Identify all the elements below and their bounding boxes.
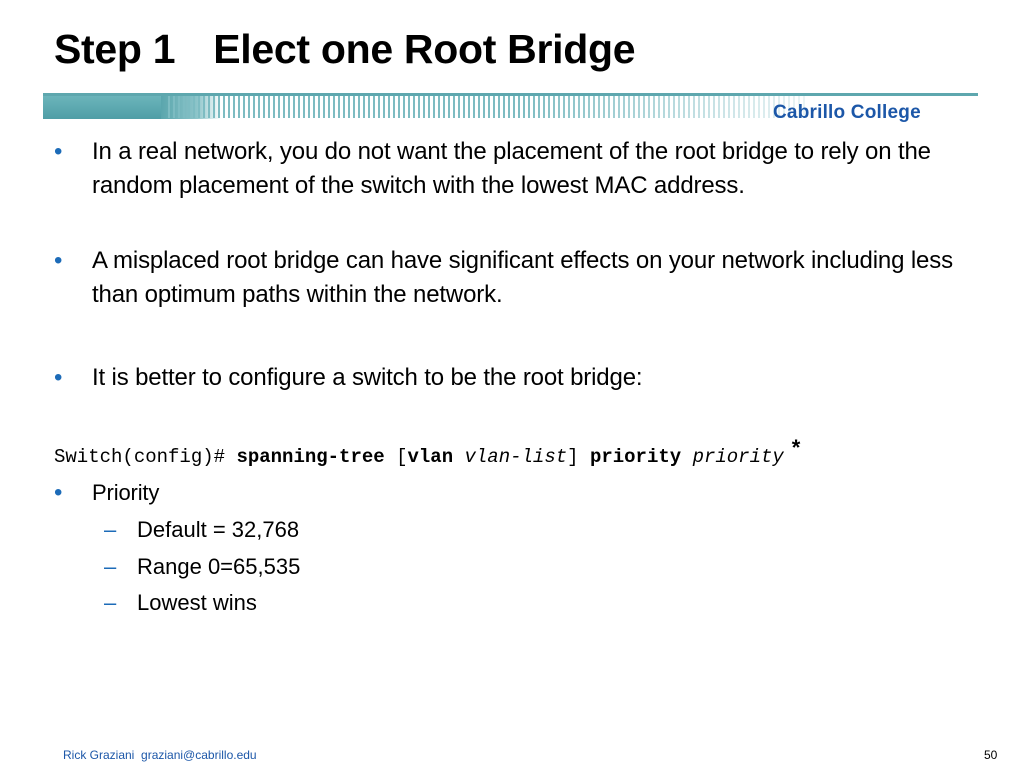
command-priority-keyword: priority bbox=[589, 446, 682, 468]
sub-dash-1: – bbox=[104, 517, 117, 542]
footer-author: Rick Graziani bbox=[63, 748, 135, 762]
title-step: Step 1 bbox=[54, 26, 176, 72]
command-vlan-keyword: vlan bbox=[407, 446, 454, 468]
command-vlan-arg: vlan-list bbox=[464, 446, 568, 468]
bullet-text-1: In a real network, you do not want the p… bbox=[92, 138, 931, 199]
footer-email[interactable]: graziani@cabrillo.edu bbox=[141, 748, 257, 762]
command-open-bracket: [ bbox=[384, 446, 408, 468]
slide-title: Step 1 Elect one Root Bridge bbox=[54, 26, 636, 73]
priority-item-default: Default = 32,768 bbox=[137, 517, 300, 542]
priority-item-lowest: Lowest wins bbox=[137, 590, 257, 615]
priority-item-range: Range 0=65,535 bbox=[137, 554, 301, 579]
command-close-bracket: ] bbox=[567, 446, 590, 468]
command-prompt: Switch(config)# bbox=[54, 446, 237, 468]
banner-solid-block bbox=[43, 93, 173, 119]
bullet-dot-1: • bbox=[54, 138, 63, 165]
banner-stripes bbox=[168, 96, 808, 118]
bullet-dot-2: • bbox=[54, 247, 63, 274]
footer-credit: Rick Graziani graziani@cabrillo.edu bbox=[63, 748, 257, 762]
page-number: 50 bbox=[984, 748, 998, 762]
header-banner bbox=[43, 93, 978, 125]
command-asterisk: * bbox=[791, 435, 801, 460]
title-heading: Elect one Root Bridge bbox=[213, 26, 636, 72]
sub-dash-3: – bbox=[104, 590, 117, 615]
banner-top-rule bbox=[43, 93, 978, 96]
bullet-dot-3: • bbox=[54, 364, 63, 391]
brand-logo-text: Cabrillo College bbox=[773, 102, 921, 123]
bullet-text-3: It is better to configure a switch to be… bbox=[92, 364, 643, 391]
sub-dash-2: – bbox=[104, 554, 117, 579]
bullet-text-2: A misplaced root bridge can have signifi… bbox=[92, 247, 953, 308]
priority-bullet-text: Priority bbox=[92, 480, 160, 505]
bullet-dot-priority: • bbox=[54, 479, 63, 506]
command-syntax: Switch(config)# spanning-tree [vlan vlan… bbox=[54, 435, 800, 471]
command-keyword: spanning-tree bbox=[236, 446, 385, 468]
command-priority-arg: priority bbox=[692, 446, 784, 468]
